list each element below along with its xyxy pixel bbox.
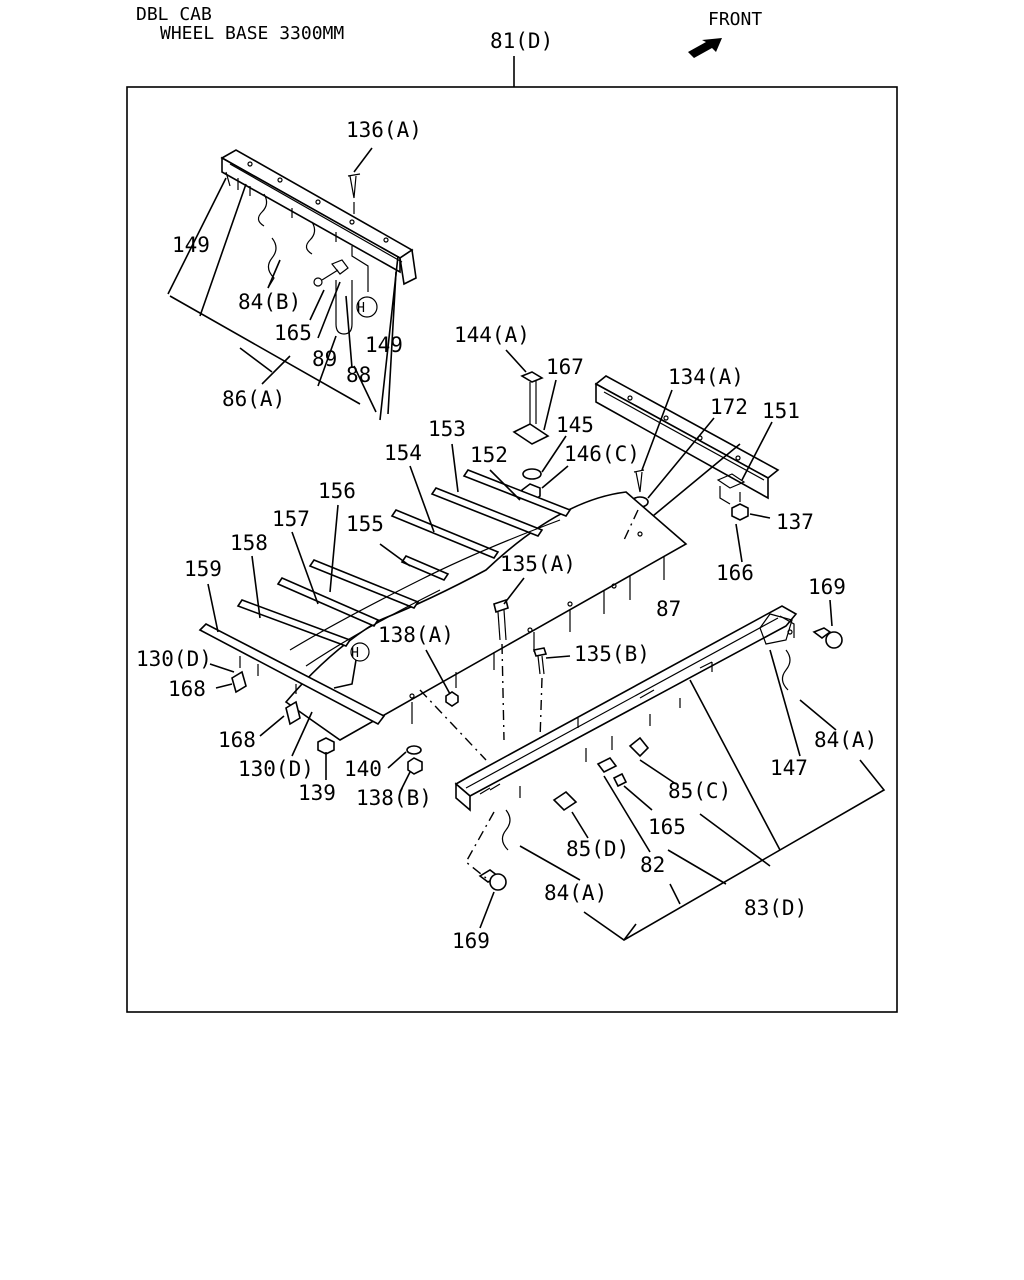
- label-135b: 135(B): [574, 642, 650, 666]
- label-149-left: 149: [172, 233, 210, 257]
- leaders-center-hanger: [505, 349, 569, 489]
- center-hanger-parts: [512, 371, 550, 503]
- label-149-right: 149: [365, 333, 403, 357]
- label-84a-right: 84(A): [814, 728, 877, 752]
- label-130d-upper: 130(D): [136, 647, 212, 671]
- label-165-upper: 165: [274, 321, 312, 345]
- label-158: 158: [230, 531, 268, 555]
- label-145: 145: [556, 413, 594, 437]
- side-rail-147: [454, 605, 798, 812]
- centerline-169-left: [465, 811, 495, 879]
- leaders-85c-165: [623, 759, 677, 811]
- label-153: 153: [428, 417, 466, 441]
- leaders-135: [503, 577, 571, 659]
- centerlines-135: [501, 509, 639, 741]
- leaders-left-lower: [209, 649, 451, 793]
- leaders-right-upper: [635, 389, 773, 531]
- label-81d: 81(D): [490, 29, 553, 53]
- wheelbase-text: WHEEL BASE 3300MM: [160, 23, 344, 44]
- label-155: 155: [346, 512, 384, 536]
- label-136a: 136(A): [346, 118, 422, 142]
- leader-169-right: [829, 599, 833, 627]
- label-147: 147: [770, 756, 808, 780]
- label-138b: 138(B): [356, 786, 432, 810]
- label-85d: 85(D): [566, 837, 629, 861]
- marker-h-upper: H: [357, 301, 365, 316]
- label-144a: 144(A): [454, 323, 530, 347]
- leader-169-left: [479, 891, 495, 929]
- centerline-138a: [419, 689, 487, 761]
- label-139: 139: [298, 781, 336, 805]
- label-84b: 84(B): [238, 290, 301, 314]
- label-88: 88: [346, 363, 371, 387]
- front-arrow-icon: [688, 38, 722, 58]
- label-82: 82: [640, 853, 665, 877]
- leaders-149: [167, 177, 399, 421]
- leaders-upper-misc: [267, 259, 397, 415]
- label-169-right: 169: [808, 575, 846, 599]
- label-89: 89: [312, 347, 337, 371]
- label-156: 156: [318, 479, 356, 503]
- bracket-84a-83d: [583, 759, 886, 941]
- cab-type-text: DBL CAB: [136, 4, 212, 25]
- diagram-frame: [126, 86, 898, 1013]
- leader-136a: [353, 147, 373, 173]
- leaders-crossbars: [207, 443, 521, 633]
- label-152: 152: [470, 443, 508, 467]
- label-168-upper: 168: [168, 677, 206, 701]
- label-84a-lower: 84(A): [544, 881, 607, 905]
- label-168-lower: 168: [218, 728, 256, 752]
- label-167: 167: [546, 355, 584, 379]
- clip-84a-right: [781, 649, 791, 691]
- front-text: FRONT: [708, 9, 762, 30]
- label-154: 154: [384, 441, 422, 465]
- label-169-left: 169: [452, 929, 490, 953]
- leader-h-lower: [333, 659, 357, 689]
- label-83d: 83(D): [744, 896, 807, 920]
- label-151: 151: [762, 399, 800, 423]
- label-165-lower: 165: [648, 815, 686, 839]
- label-172: 172: [710, 395, 748, 419]
- bolt-169-right: [812, 627, 843, 649]
- leaders-84a-147: [769, 649, 837, 757]
- label-166: 166: [716, 561, 754, 585]
- leaders-85d-82: [571, 775, 651, 853]
- leaders-lower-misc: [519, 679, 781, 905]
- label-135a: 135(A): [500, 552, 576, 576]
- marker-h-lower: H: [351, 646, 359, 661]
- clips-168-and-nuts: [231, 642, 459, 775]
- label-159: 159: [184, 557, 222, 581]
- label-134a: 134(A): [668, 365, 744, 389]
- label-85c: 85(C): [668, 779, 731, 803]
- bolt-135b: [532, 647, 548, 675]
- label-130d-lower: 130(D): [238, 757, 314, 781]
- label-138a: 138(A): [378, 623, 454, 647]
- label-140: 140: [344, 757, 382, 781]
- label-137: 137: [776, 510, 814, 534]
- rear-crossmember-assembly: [220, 149, 417, 335]
- label-146c: 146(C): [564, 442, 640, 466]
- label-86a: 86(A): [222, 387, 285, 411]
- leaders-137-166: [735, 513, 771, 563]
- label-157: 157: [272, 507, 310, 531]
- front-crossmember-151: [594, 375, 780, 521]
- lower-clips-and-brackets: [478, 736, 650, 891]
- cross-bars: [198, 469, 572, 726]
- label-87: 87: [656, 597, 681, 621]
- leaders-86a: [239, 335, 337, 387]
